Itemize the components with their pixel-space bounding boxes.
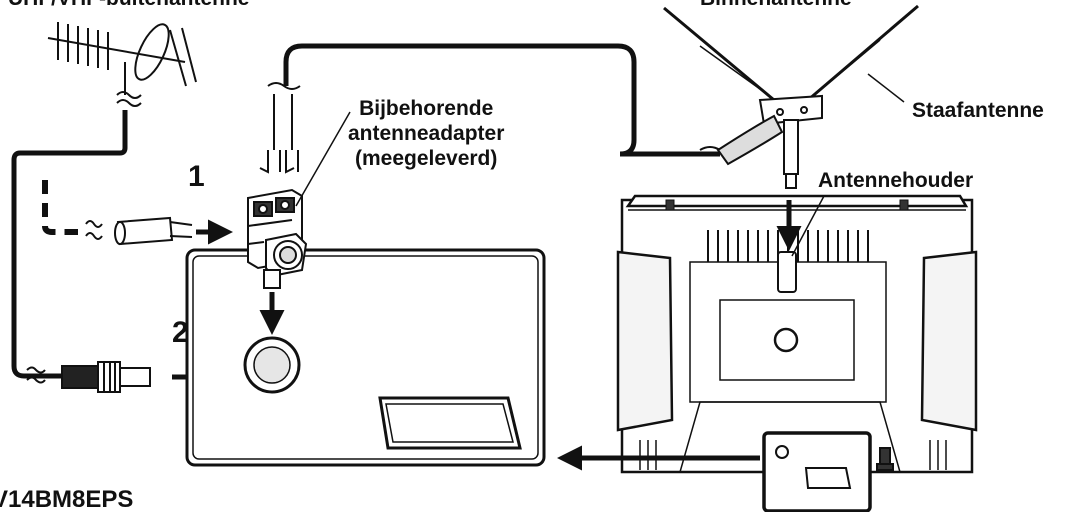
av-socket-outline [378, 396, 522, 450]
outdoor-cable [11, 110, 128, 379]
adapter-label-line-1: Bijbehorende [359, 97, 494, 120]
rod-antenna-callout [867, 73, 905, 103]
step-1-label: 1 [188, 160, 205, 193]
step-2-label: 2 [172, 316, 189, 349]
adapter-callout-line [295, 111, 351, 207]
antenna-holder-callout [791, 195, 825, 257]
two-prong-connector-icon [259, 82, 301, 174]
flat-feeder-cable-icon [114, 216, 193, 246]
indoor-antenna-icon [663, 4, 919, 189]
supplied-adapter-label: Bijbehorende antenneadapter (meegeleverd… [348, 96, 504, 172]
antenna-holder-socket [777, 251, 797, 293]
tv-connector-icon [876, 447, 894, 471]
antenna-input-jack [243, 336, 301, 394]
adapter-label-line-2: antenneadapter [348, 122, 505, 146]
indoor-antenna-label: Binnenantenne [700, 0, 852, 9]
outdoor-antenna-icon [47, 22, 197, 107]
outdoor-antenna-label: UHF/VHF-buitenantenne [8, 0, 250, 9]
rod-antenna-label: Staafantenne [912, 99, 1044, 122]
tv-bottom-grille [639, 440, 947, 470]
antenna-adapter-icon [247, 188, 308, 289]
indoor-antenna-cable [283, 43, 720, 157]
flat-feeder-dashed [42, 180, 78, 235]
adapter-label-line-3: (meegeleverd) [354, 147, 498, 171]
antenna-holder-label: Antennehouder [818, 169, 974, 192]
tv-screw-icons [665, 199, 909, 211]
coax-plug-icon [61, 361, 151, 393]
model-number: V14BM8EPS [0, 486, 134, 512]
